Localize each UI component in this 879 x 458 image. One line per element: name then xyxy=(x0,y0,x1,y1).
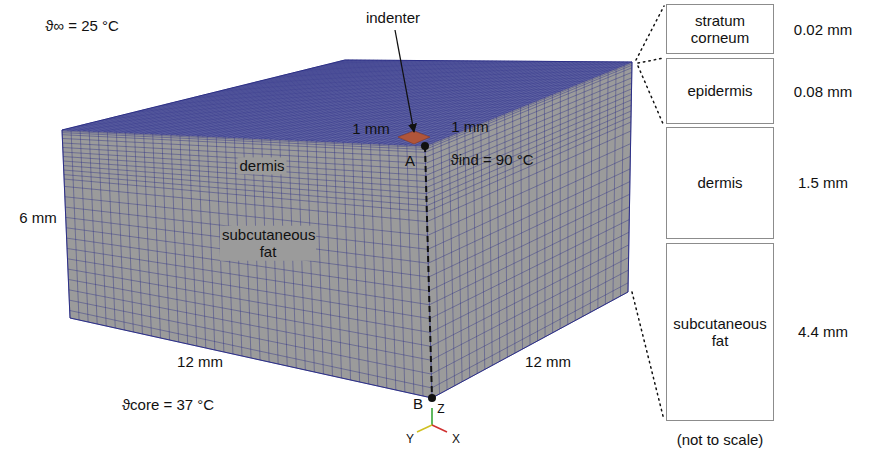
layer-box: dermis xyxy=(666,127,774,239)
mesh-line xyxy=(427,131,631,222)
mesh-line xyxy=(429,182,630,277)
mesh-line xyxy=(425,63,632,147)
mesh-line xyxy=(426,100,631,188)
mesh-line xyxy=(204,95,529,104)
mesh-line xyxy=(293,73,594,78)
mesh-line xyxy=(426,111,631,200)
layer-name: dermis xyxy=(693,172,746,193)
mesh-line xyxy=(425,146,432,398)
mesh-line xyxy=(431,270,628,374)
label: ϑ∞ = 25 °C xyxy=(45,17,119,34)
mesh-line xyxy=(166,104,501,115)
label: dermis xyxy=(237,157,286,174)
mesh-line xyxy=(336,62,626,64)
mesh-line xyxy=(69,290,431,360)
mesh-line xyxy=(64,186,427,221)
mesh-line xyxy=(425,146,432,398)
mesh-line xyxy=(431,245,629,346)
mesh-line xyxy=(64,179,427,212)
mesh-line xyxy=(66,217,429,263)
mesh-outline xyxy=(62,60,632,398)
mesh-line xyxy=(432,283,628,388)
mesh-line xyxy=(265,80,574,86)
left-face xyxy=(62,130,432,398)
layer-name: subcutaneous fat xyxy=(667,313,773,352)
mesh-line xyxy=(180,101,511,111)
label: indenter xyxy=(366,9,420,26)
mesh-line xyxy=(68,279,430,346)
mesh-line xyxy=(430,220,629,319)
dashed-path xyxy=(425,146,432,398)
label: Z xyxy=(437,403,444,417)
mesh-line xyxy=(427,117,631,206)
leader-line xyxy=(395,30,414,132)
label: 0.08 mm xyxy=(794,83,852,100)
label: 0.02 mm xyxy=(794,21,852,38)
label: 4.4 mm xyxy=(798,323,848,340)
mesh-line xyxy=(426,105,631,193)
label: 1 mm xyxy=(352,120,390,137)
label: 12 mm xyxy=(525,353,571,370)
mesh-line xyxy=(331,64,622,67)
mesh-line xyxy=(63,152,426,175)
label: subcutaneous fat xyxy=(220,226,316,261)
mesh-line xyxy=(68,269,430,332)
label: 12 mm xyxy=(177,353,223,370)
mesh-line xyxy=(63,157,426,182)
mesh-line xyxy=(284,75,587,80)
label: 6 mm xyxy=(19,209,57,226)
layer-box: stratum corneum xyxy=(666,4,774,54)
leader-lines xyxy=(632,6,664,420)
point-b xyxy=(428,394,436,402)
layer-name: epidermis xyxy=(683,80,756,101)
layer-name: stratum corneum xyxy=(667,10,773,49)
mesh-line xyxy=(427,144,630,236)
mesh-line xyxy=(208,94,532,103)
label: B xyxy=(413,395,423,412)
label: Y xyxy=(406,433,414,447)
label: 1 mm xyxy=(451,118,489,135)
mesh-line xyxy=(429,194,630,291)
mesh-line xyxy=(69,300,431,374)
mesh-line xyxy=(430,232,629,332)
mesh-line xyxy=(428,156,630,249)
mesh-line xyxy=(426,94,631,181)
label: ϑcore = 37 °C xyxy=(122,396,214,413)
layer-box: epidermis xyxy=(666,58,774,124)
label: X xyxy=(452,433,460,447)
mesh-line xyxy=(251,83,563,90)
mesh-line xyxy=(260,81,570,87)
mesh-line xyxy=(175,102,508,112)
mesh-block xyxy=(62,60,632,398)
mesh-line xyxy=(119,116,467,129)
mesh-line xyxy=(170,103,504,114)
point-a xyxy=(421,142,429,150)
layer-box: subcutaneous fat xyxy=(666,243,774,421)
mesh-line xyxy=(288,74,590,79)
mesh-line xyxy=(428,169,630,263)
label: ϑind = 90 °C xyxy=(451,151,534,168)
mesh-line xyxy=(429,207,629,305)
label: (not to scale) xyxy=(677,431,764,448)
mesh-line xyxy=(64,175,427,206)
mesh-line xyxy=(70,310,432,387)
mesh-grid xyxy=(62,60,632,398)
mesh-line xyxy=(62,138,425,157)
mesh-line xyxy=(255,82,566,88)
mesh-line xyxy=(90,123,445,138)
mesh-line xyxy=(427,122,631,212)
mesh-line xyxy=(199,96,525,105)
top-face xyxy=(62,60,632,146)
mesh-line xyxy=(114,117,463,130)
label: 1.5 mm xyxy=(798,174,848,191)
mesh-line xyxy=(67,259,429,319)
label: A xyxy=(405,152,415,169)
